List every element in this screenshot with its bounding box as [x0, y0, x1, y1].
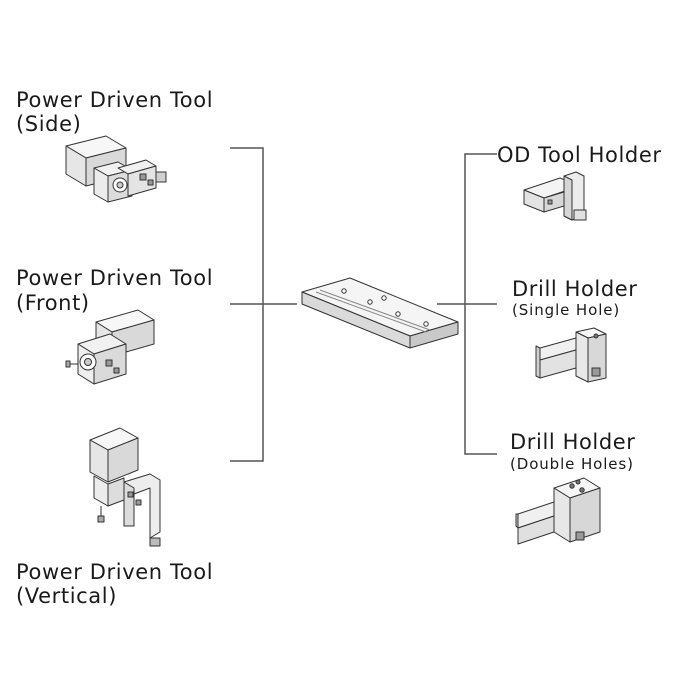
label-od-tool-holder: OD Tool Holder	[497, 143, 662, 167]
label-power-tool-vertical-title: Power Driven Tool	[16, 560, 214, 584]
drill-holder-single-icon	[535, 327, 607, 383]
label-drill-holder-double-subtitle: (Double Holes)	[510, 455, 634, 473]
label-power-tool-side-title: Power Driven Tool	[16, 88, 214, 112]
label-drill-holder-single-subtitle: (Single Hole)	[512, 301, 621, 319]
drill-holder-double-icon	[515, 477, 601, 545]
power-driven-tool-side-icon	[65, 135, 167, 203]
label-drill-holder-double-title: Drill Holder	[510, 430, 636, 454]
label-power-tool-side-subtitle: (Side)	[16, 112, 82, 136]
power-driven-tool-front-icon	[65, 309, 155, 385]
od-tool-holder-icon	[523, 171, 587, 221]
power-driven-tool-vertical-icon	[89, 427, 161, 547]
label-power-tool-front-subtitle: (Front)	[16, 291, 90, 315]
label-power-tool-vertical-subtitle: (Vertical)	[16, 584, 117, 608]
label-power-tool-front-title: Power Driven Tool	[16, 266, 214, 290]
tool-base-plate-icon	[301, 277, 459, 349]
label-drill-holder-single-title: Drill Holder	[512, 277, 638, 301]
